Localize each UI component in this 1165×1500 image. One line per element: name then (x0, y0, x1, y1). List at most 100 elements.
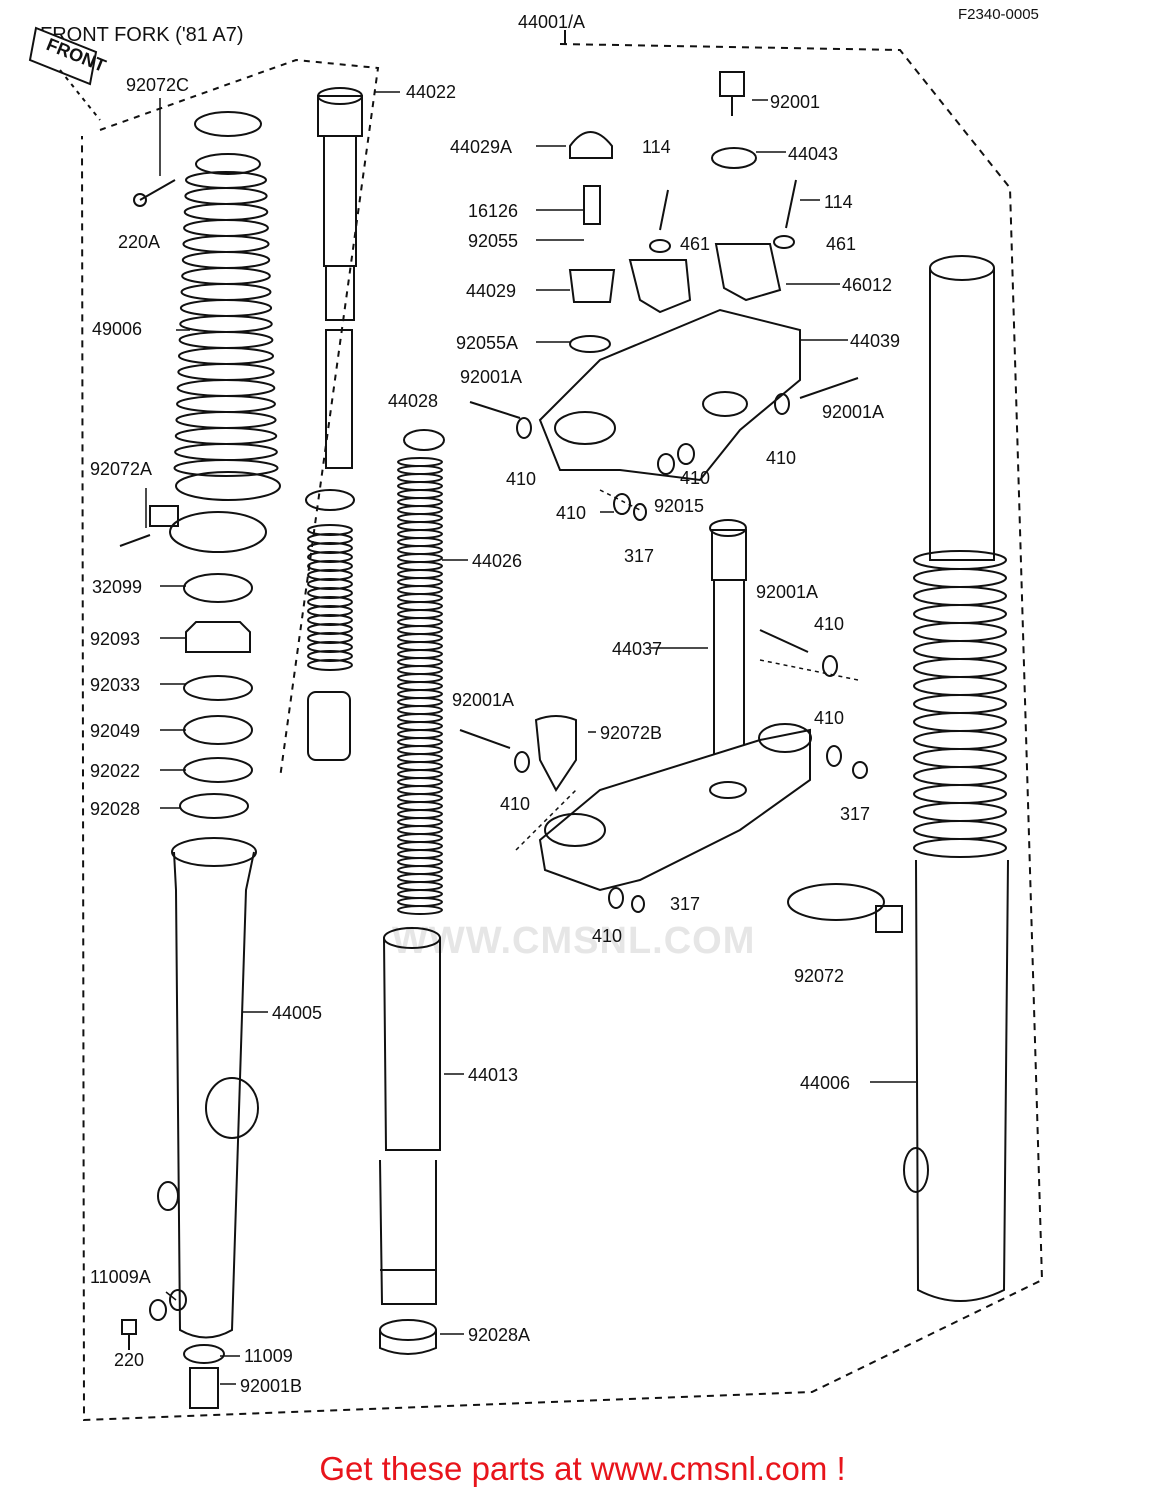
part-label: 92001B (240, 1376, 302, 1396)
spring-coil (397, 833, 443, 843)
part-label: 92033 (90, 675, 140, 695)
part-label: 410 (814, 614, 844, 634)
spring-coil (397, 505, 443, 515)
footer-link[interactable]: Get these parts at www.cmsnl.com ! (319, 1450, 846, 1487)
part-label: 16126 (468, 201, 518, 221)
diagram-code: F2340-0005 (958, 6, 1039, 23)
spring-coil (397, 553, 443, 563)
spring-coil (397, 569, 443, 579)
part-label: 410 (592, 926, 622, 946)
boot-rib (913, 802, 1007, 822)
part-label: 44028 (388, 391, 438, 411)
spring-coil (397, 649, 443, 659)
boot-rib (913, 730, 1007, 750)
spring-coil (397, 529, 443, 539)
boot-rib (181, 251, 271, 269)
spring-coil (397, 481, 443, 491)
boot-rib (913, 784, 1007, 804)
boot-rib (913, 586, 1007, 606)
part-label: 410 (556, 503, 586, 523)
watermark: WWW.CMSNL.COM (392, 920, 756, 962)
fork-boot-left (173, 111, 281, 501)
boot-rib (176, 395, 276, 413)
boot-rib (183, 219, 269, 237)
boot-rib (913, 676, 1007, 696)
spring-coil (397, 609, 443, 619)
spring-coil (397, 865, 443, 875)
part-label: 410 (500, 794, 530, 814)
spring-coil (397, 665, 443, 675)
boot-rib (913, 604, 1007, 624)
part-label: 92072 (794, 966, 844, 986)
boot-rib (181, 267, 271, 285)
part-label: 44043 (788, 144, 838, 164)
part-label: 92072A (90, 459, 152, 479)
boot-rib (176, 379, 276, 397)
boot-ribs-left (173, 171, 279, 477)
spring-coil (397, 817, 443, 827)
spring-coil (397, 809, 443, 819)
spring-coil (397, 545, 443, 555)
spring-coil (397, 753, 443, 763)
spring-coil (397, 721, 443, 731)
spring-coil (397, 705, 443, 715)
part-label: 44037 (612, 639, 662, 659)
spring-coil (397, 601, 443, 611)
spring-coil (397, 889, 443, 899)
boot-rib (913, 712, 1007, 732)
boot-rib (913, 658, 1007, 678)
boot-rib (913, 640, 1007, 660)
spring-coil (397, 697, 443, 707)
spring-coil (397, 521, 443, 531)
spring-coil (397, 849, 443, 859)
boot-rib (182, 235, 270, 253)
spring-coil (397, 785, 443, 795)
part-label: 92001A (756, 582, 818, 602)
part-label: 44039 (850, 331, 900, 351)
boot-rib (183, 203, 269, 221)
part-label: 92001A (452, 690, 514, 710)
boot-rib (175, 411, 277, 429)
spring-coil (397, 577, 443, 587)
spring-coil (397, 801, 443, 811)
part-label: 92001A (460, 367, 522, 387)
part-label: 461 (680, 234, 710, 254)
part-label: 410 (680, 468, 710, 488)
spring-coil (397, 489, 443, 499)
part-label: 317 (840, 804, 870, 824)
boot-rib (913, 820, 1007, 840)
spring-coil (397, 537, 443, 547)
boot-rib (913, 622, 1007, 642)
part-label: 461 (826, 234, 856, 254)
spring-coil (397, 873, 443, 883)
boot-rib (173, 459, 279, 477)
part-label: 114 (824, 192, 853, 212)
spring-coil (397, 513, 443, 523)
spring-coil (397, 561, 443, 571)
part-label: 220A (118, 232, 160, 252)
part-label: 44029 (466, 281, 516, 301)
part-label: 92001A (822, 402, 884, 422)
spring-coil (397, 633, 443, 643)
spring-coil (397, 593, 443, 603)
part-label: 92015 (654, 496, 704, 516)
boot-rib (177, 347, 275, 365)
part-label: 92055A (456, 333, 518, 353)
boot-rib (174, 427, 278, 445)
spring-coil (397, 689, 443, 699)
part-label: 44005 (272, 1003, 322, 1023)
boot-rib (174, 443, 278, 461)
part-label: 44013 (468, 1065, 518, 1085)
main-spring (397, 457, 443, 915)
part-label: 44006 (800, 1073, 850, 1093)
part-label: 44026 (472, 551, 522, 571)
part-label: 46012 (842, 275, 892, 295)
part-label: 92055 (468, 231, 518, 251)
part-label: 114 (642, 137, 671, 157)
part-label: 410 (506, 469, 536, 489)
spring-coil (397, 737, 443, 747)
part-label: 44022 (406, 82, 456, 102)
part-label: 92072B (600, 723, 662, 743)
